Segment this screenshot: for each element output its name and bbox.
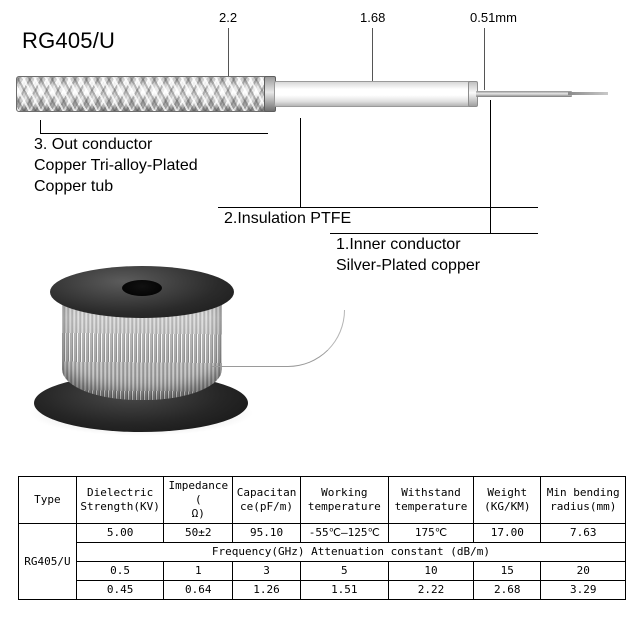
- inner-conductor-tip: [568, 92, 608, 95]
- cell-frequency-3: 5: [299, 561, 389, 581]
- callout-leader-insulation-vertical: [300, 118, 301, 208]
- dimension-inner-label: 0.51mm: [470, 10, 517, 25]
- cell-impedance: 50±2: [163, 523, 234, 543]
- cell-frequency-4: 10: [387, 561, 475, 581]
- part-number-title: RG405/U: [22, 28, 116, 53]
- cell-frequency-6: 20: [540, 561, 626, 581]
- specification-table: Type Dielectric Strength(KV) Impedance (…: [18, 476, 627, 600]
- callout-outer-conductor: 3. Out conductor Copper Tri-alloy-Plated…: [34, 136, 198, 195]
- header-working-temperature: Working temperature: [299, 476, 389, 524]
- cell-frequency-1: 1: [163, 561, 234, 581]
- cell-dielectric-strength: 5.00: [75, 523, 165, 543]
- cell-attenuation-5: 2.68: [473, 580, 542, 600]
- cell-frequency-5: 15: [473, 561, 542, 581]
- header-dielectric-strength: Dielectric Strength(KV): [75, 476, 165, 524]
- table-frequency-row: 0.5 1 3 5 10 15 20: [19, 561, 626, 581]
- dimension-outer-leader: [228, 28, 229, 76]
- cell-attenuation-2: 1.26: [232, 580, 301, 600]
- dimension-inner-leader: [484, 28, 485, 90]
- table-attenuation-row: 0.45 0.64 1.26 1.51 2.22 2.68 3.29: [19, 580, 626, 600]
- callout-inner-conductor: 1.Inner conductor Silver-Plated copper: [336, 236, 481, 274]
- cell-frequency-0: 0.5: [75, 561, 165, 581]
- cell-frequency-attenuation-header: Frequency(GHz) Attenuation constant (dB/…: [75, 542, 627, 562]
- header-impedance: Impedance ( Ω): [163, 476, 234, 524]
- cell-attenuation-0: 0.45: [75, 580, 165, 600]
- spool-loose-cable-end: [212, 310, 345, 367]
- inner-conductor: [476, 91, 572, 97]
- cell-working-temperature: -55℃—125℃: [299, 523, 389, 543]
- header-weight: Weight (KG/KM): [473, 476, 542, 524]
- cable-cutaway-illustration: [16, 68, 624, 120]
- cable-spool-photo: [26, 262, 345, 442]
- dimension-insulation-label: 1.68: [360, 10, 386, 25]
- table-header-row: Type Dielectric Strength(KV) Impedance (…: [18, 476, 626, 524]
- callout-leader-inner-vertical: [490, 100, 491, 234]
- cell-withstand-temperature: 175℃: [387, 523, 475, 543]
- outer-conductor-braid: [16, 76, 270, 112]
- header-capacitance: Capacitan ce(pF/m): [232, 476, 301, 524]
- header-withstand-temperature: Withstand temperature: [387, 476, 475, 524]
- callout-insulation: 2.Insulation PTFE: [224, 210, 352, 227]
- cell-weight: 17.00: [473, 523, 542, 543]
- callout-leader-inner-horizontal: [330, 233, 538, 234]
- insulation-layer: [274, 81, 474, 107]
- cell-attenuation-3: 1.51: [299, 580, 389, 600]
- table-frequency-header-row: Frequency(GHz) Attenuation constant (dB/…: [19, 542, 627, 562]
- cell-min-bending-radius: 7.63: [540, 523, 626, 543]
- cell-attenuation-1: 0.64: [163, 580, 234, 600]
- cell-attenuation-4: 2.22: [387, 580, 475, 600]
- cell-attenuation-6: 3.29: [540, 580, 626, 600]
- header-min-bending-radius: Min bending radius(mm): [540, 476, 626, 524]
- cell-type-value: RG405/U: [18, 523, 77, 600]
- header-type: Type: [18, 476, 77, 524]
- callout-leader-outer-vertical: [40, 120, 41, 134]
- dimension-insulation-leader: [372, 28, 373, 81]
- dimension-outer-label: 2.2: [219, 10, 238, 25]
- callout-leader-insulation-horizontal: [218, 207, 538, 208]
- cell-frequency-2: 3: [232, 561, 301, 581]
- table-values-row: RG405/U 5.00 50±2 95.10 -55℃—125℃ 175℃ 1…: [18, 523, 626, 600]
- spool-center-hole: [122, 280, 162, 296]
- cell-capacitance: 95.10: [232, 523, 301, 543]
- callout-leader-outer-horizontal: [40, 133, 268, 134]
